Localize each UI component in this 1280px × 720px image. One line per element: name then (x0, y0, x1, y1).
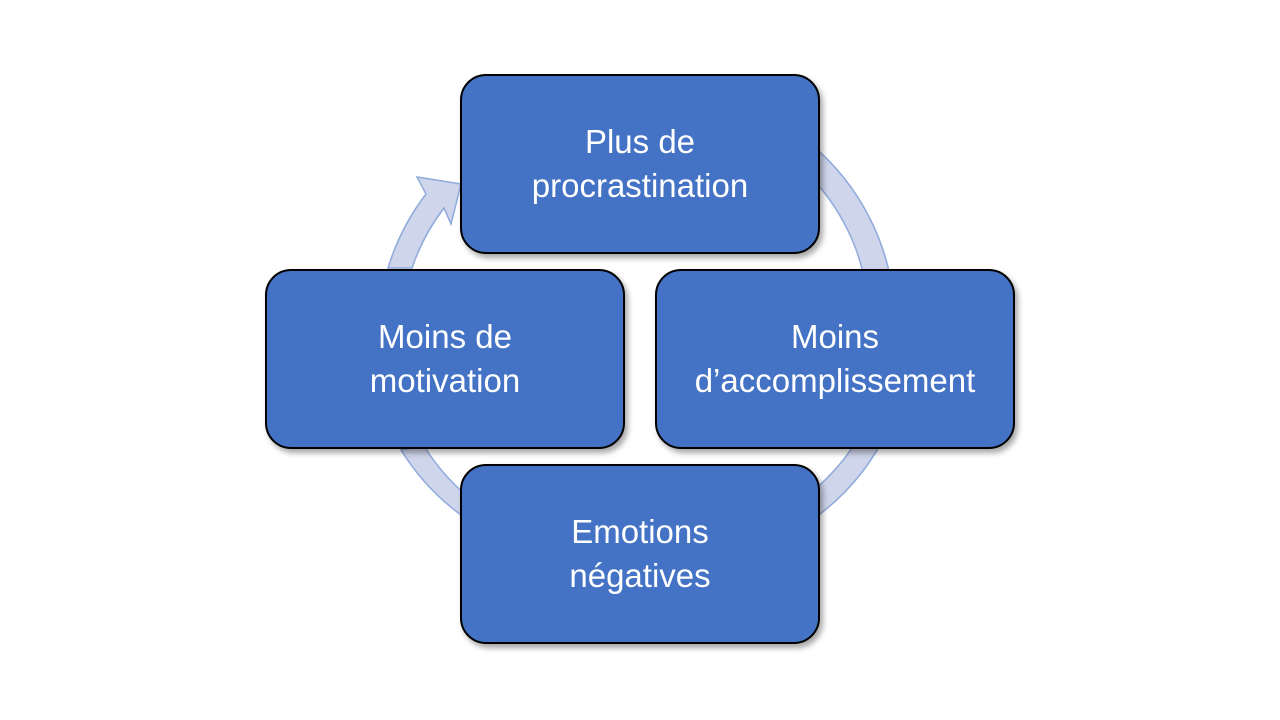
node-emotions-negatives: Emotions négatives (460, 464, 820, 644)
node-label: Plus de procrastination (531, 123, 749, 204)
node-plus-de-procrastination: Plus de procrastination (460, 74, 820, 254)
node-moins-daccomplissement: Moins d’accomplissement (655, 269, 1015, 449)
node-label: Moins d’accomplissement (694, 318, 976, 399)
arc-top-left-arrow (386, 176, 462, 269)
node-moins-de-motivation: Moins de motivation (265, 269, 625, 449)
node-label: Emotions négatives (569, 513, 711, 594)
node-label: Moins de motivation (369, 318, 521, 399)
